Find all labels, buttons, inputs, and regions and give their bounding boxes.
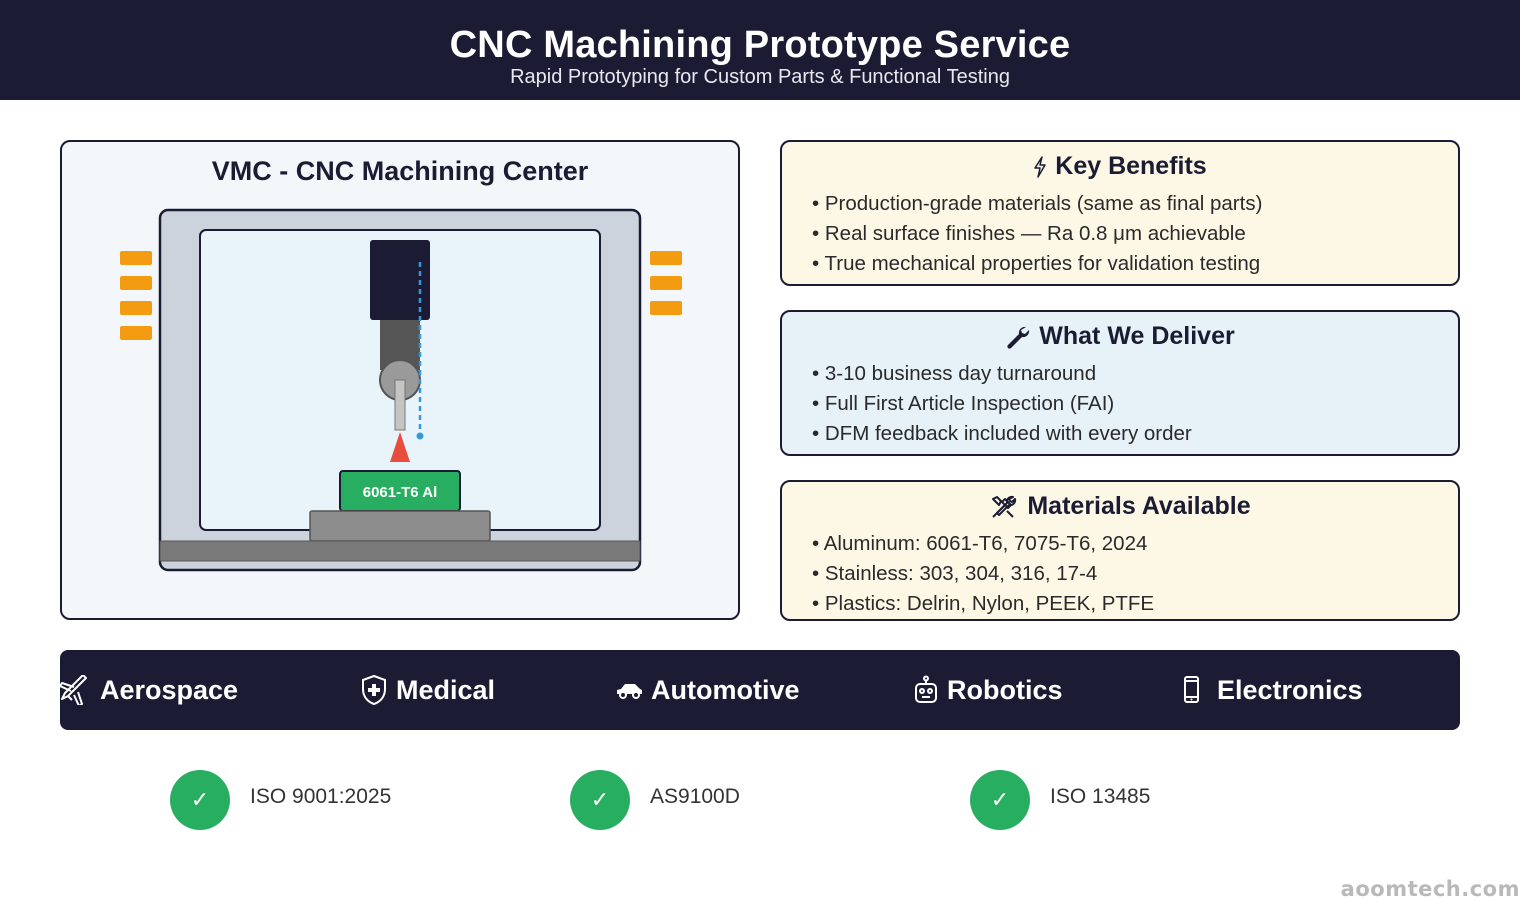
list-item: Stainless: 303, 304, 316, 17-4: [812, 562, 1154, 592]
card-key-benefits: Key Benefits Production-grade materials …: [780, 140, 1460, 286]
card-key-benefits-header: Key Benefits: [782, 152, 1458, 181]
list-item: Production-grade materials (same as fina…: [812, 192, 1263, 222]
card-materials-available: Materials Available Aluminum: 6061-T6, 7…: [780, 480, 1460, 621]
cutting-tool: [394, 379, 406, 431]
check-icon: ✓: [570, 770, 630, 830]
card-materials-available-header: Materials Available: [782, 492, 1458, 521]
workpiece-label: 6061-T6 Al: [363, 484, 437, 501]
vent-right-2: [650, 276, 682, 290]
lightning-icon: [1034, 155, 1047, 178]
vent-left-3: [120, 301, 152, 315]
card-what-we-deliver: What We Deliver 3-10 business day turnar…: [780, 310, 1460, 456]
check-icon: ✓: [170, 770, 230, 830]
vent-right-3: [650, 301, 682, 315]
phone-icon: [1184, 676, 1199, 703]
spindle-head: [370, 240, 430, 320]
cert-label: ISO 9001:2025: [250, 785, 392, 808]
car-icon: [617, 684, 642, 699]
list-item: 3-10 business day turnaround: [812, 362, 1192, 392]
machine-title: VMC - CNC Machining Center: [211, 156, 589, 186]
card-what-we-deliver-title: What We Deliver: [1039, 322, 1235, 350]
industry-electronics-label: Electronics: [1217, 674, 1363, 705]
industry-electronics: Electronics: [1181, 650, 1363, 730]
cert-as9100d: ✓ AS9100D: [570, 770, 740, 830]
cert-label: AS9100D: [650, 785, 740, 808]
machine-table: [309, 510, 491, 542]
watermark: aoomtech.com: [1340, 877, 1520, 900]
cert-label: ISO 13485: [1050, 785, 1151, 808]
industry-medical-label: Medical: [396, 674, 496, 705]
vent-left-4: [120, 326, 152, 340]
industry-robotics: Robotics: [913, 650, 1063, 730]
vent-left-1: [120, 251, 152, 265]
card-what-we-deliver-header: What We Deliver: [782, 322, 1458, 351]
robot-icon: [915, 675, 937, 703]
cert-iso-13485: ✓ ISO 13485: [970, 770, 1150, 830]
list-item: Plastics: Delrin, Nylon, PEEK, PTFE: [812, 592, 1154, 622]
industry-aerospace-label: Aerospace: [100, 674, 239, 705]
list-item: Full First Article Inspection (FAI): [812, 392, 1192, 422]
medical-shield-icon: [362, 674, 386, 706]
machine-panel: VMC - CNC Machining Center: [60, 140, 740, 620]
list-item: DFM feedback included with every order: [812, 422, 1192, 452]
industry-medical: Medical: [360, 650, 495, 730]
wrench-icon: [1007, 326, 1030, 349]
industry-automotive: Automotive: [615, 650, 800, 730]
tool-tip-marker: [390, 432, 410, 462]
machine-base: [159, 540, 641, 562]
page-title: CNC Machining Prototype Service: [449, 24, 1071, 66]
vent-left-2: [120, 276, 152, 290]
card-materials-available-list: Aluminum: 6061-T6, 7075-T6, 2024 Stainle…: [812, 532, 1154, 622]
industry-aerospace: Aerospace: [60, 650, 238, 730]
card-key-benefits-title: Key Benefits: [1055, 152, 1207, 180]
industries-bar: Aerospace Medical Automotive Robotics El…: [60, 650, 1460, 730]
list-item: True mechanical properties for validatio…: [812, 252, 1262, 282]
list-item: Aluminum: 6061-T6, 7075-T6, 2024: [812, 532, 1154, 562]
page-subtitle: Rapid Prototyping for Custom Parts & Fun…: [510, 66, 1010, 88]
card-what-we-deliver-list: 3-10 business day turnaround Full First …: [812, 362, 1192, 452]
card-materials-available-title: Materials Available: [1027, 492, 1251, 520]
vent-right-1: [650, 251, 682, 265]
card-key-benefits-list: Production-grade materials (same as fina…: [812, 192, 1263, 282]
header-banner: CNC Machining Prototype Service Rapid Pr…: [0, 0, 1520, 100]
cnc-machine-diagram: 6061-T6 Al: [120, 208, 682, 572]
industry-automotive-label: Automotive: [651, 674, 800, 705]
cert-iso-9001: ✓ ISO 9001:2025: [170, 770, 391, 830]
tools-icon: [992, 495, 1017, 518]
toolpath-endpoint: [416, 432, 424, 440]
airplane-icon: [60, 675, 87, 705]
check-icon: ✓: [970, 770, 1030, 830]
list-item: Real surface finishes — Ra 0.8 μm achiev…: [812, 222, 1262, 252]
industry-robotics-label: Robotics: [947, 674, 1063, 705]
